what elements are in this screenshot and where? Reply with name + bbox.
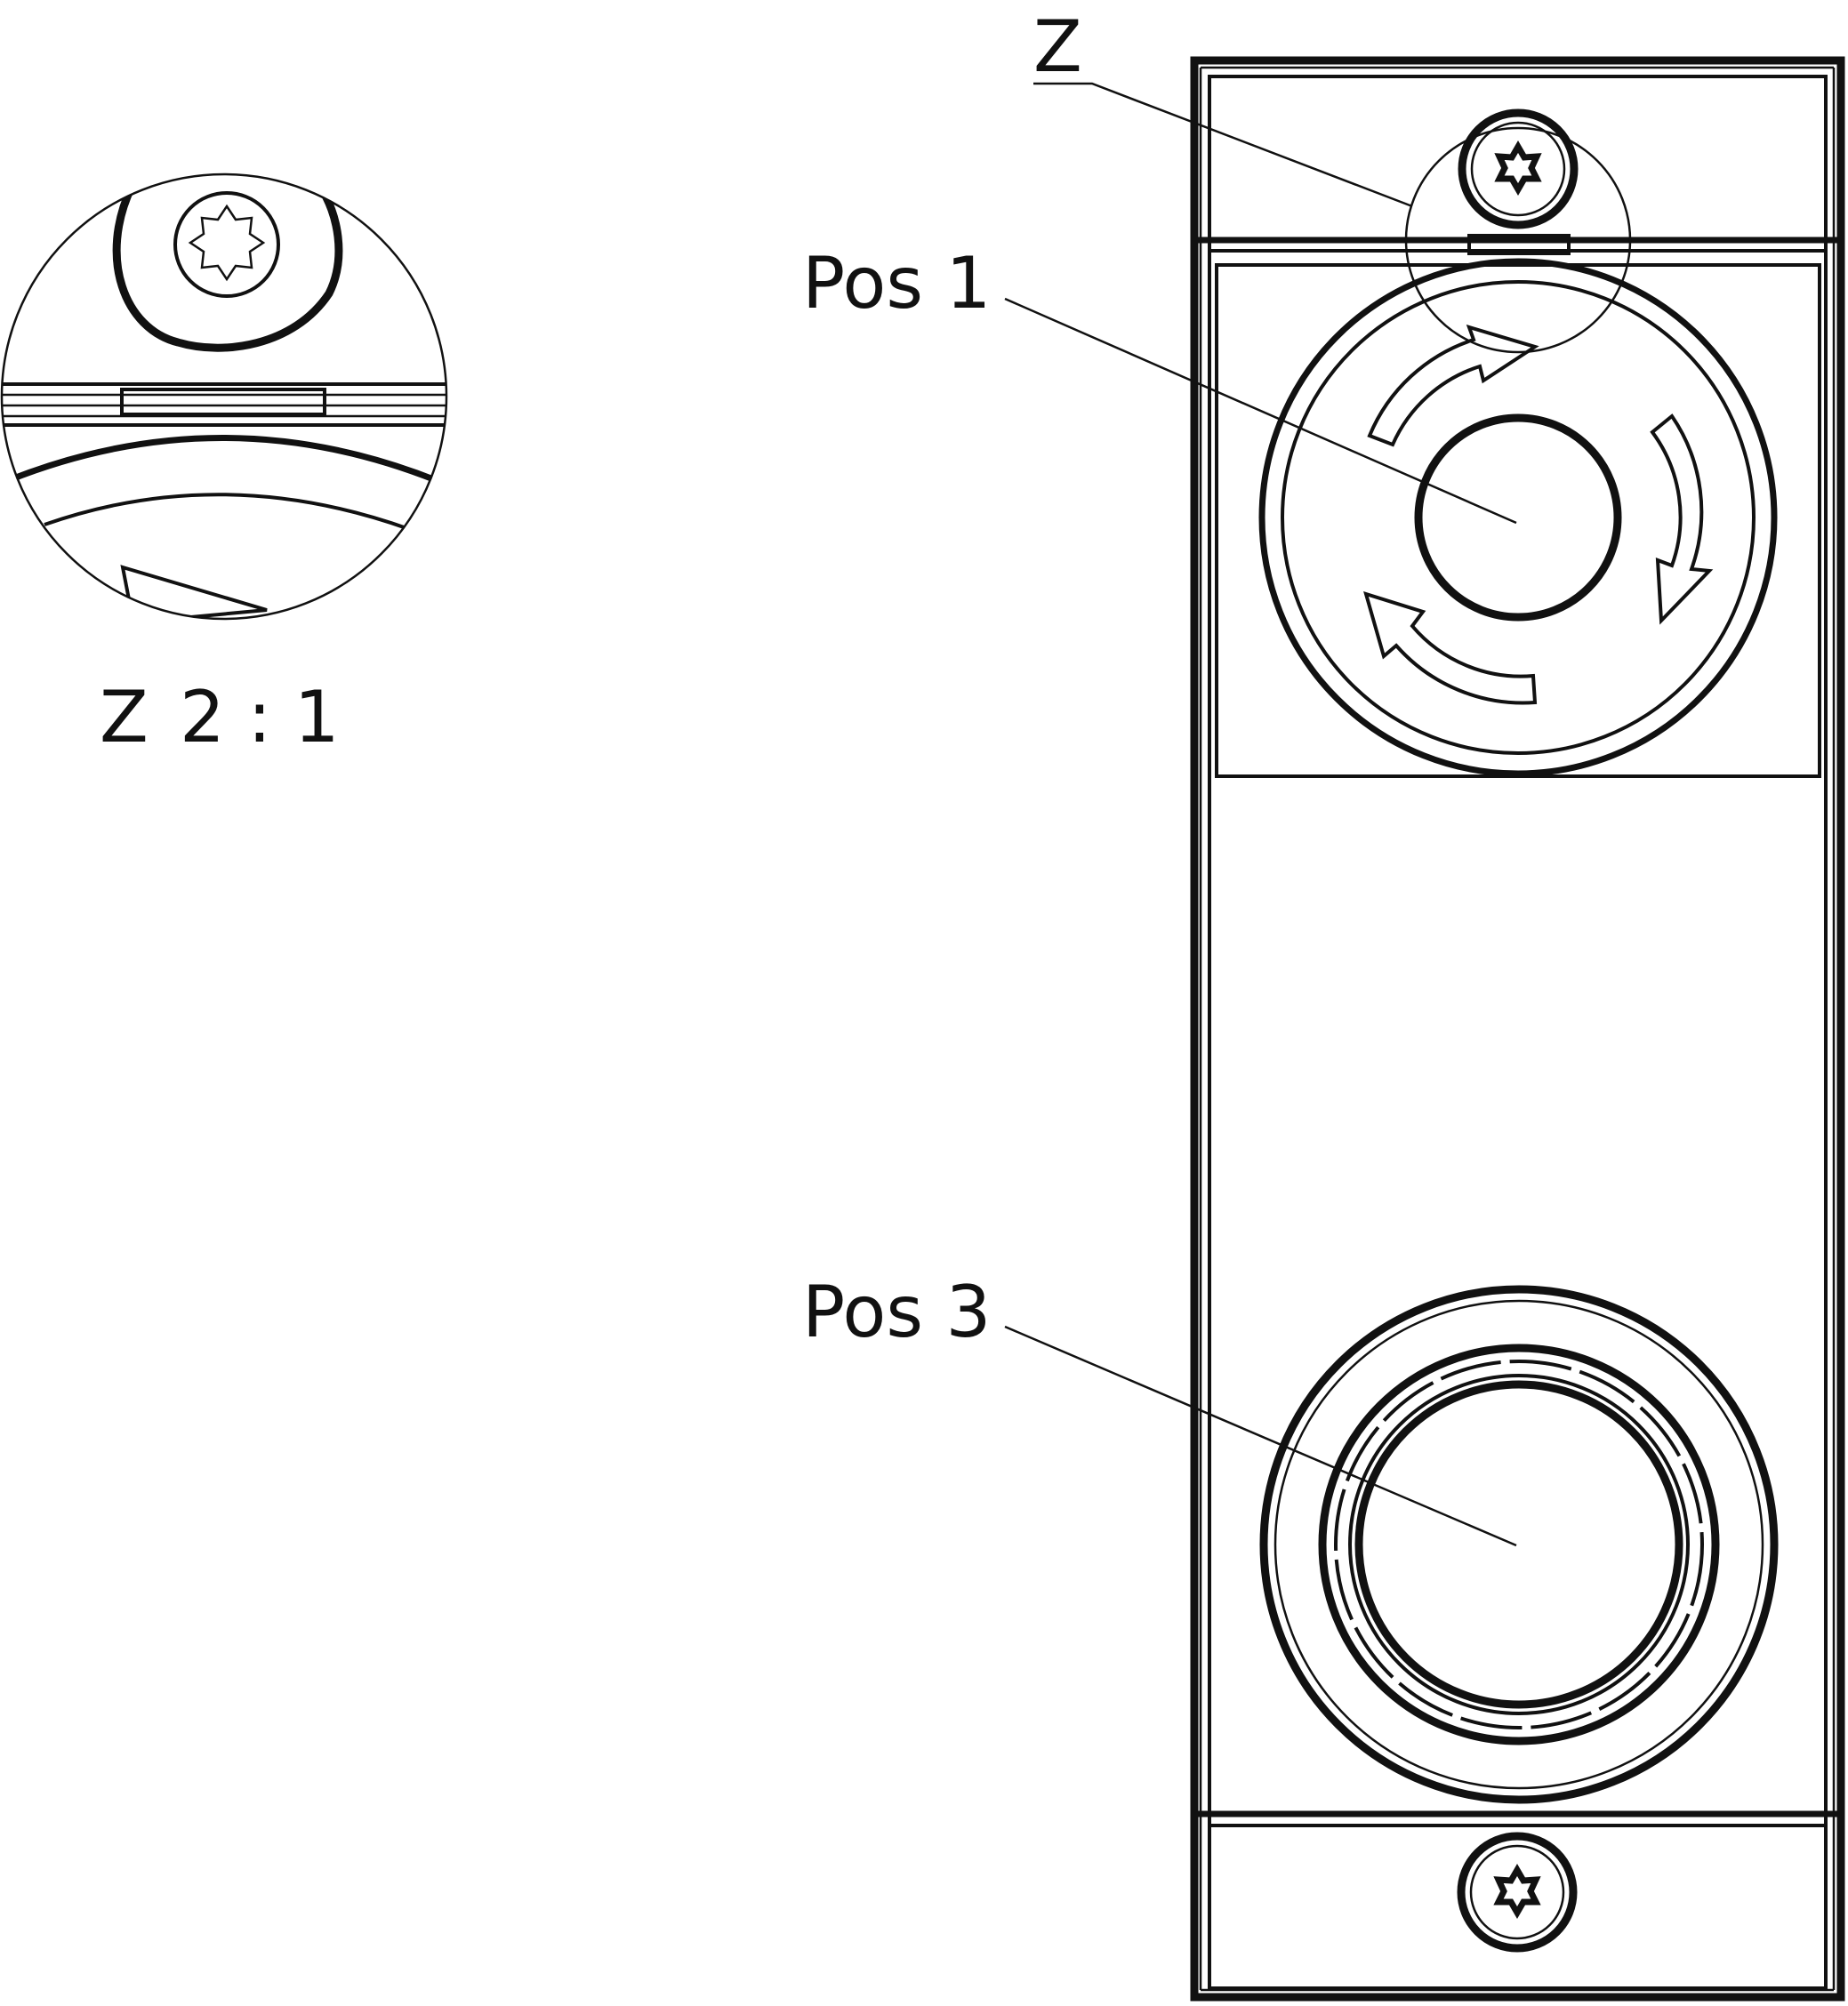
callouts: Z Pos 1 Pos 3 [802, 5, 1517, 1547]
pos1-collar-outer [1258, 258, 1778, 777]
detail-marker-leader [1033, 82, 1413, 208]
detail-view-z: Z 2 : 1 [0, 173, 448, 758]
detail-caption-scale: 2 : 1 [180, 676, 340, 758]
rotate-arrows-icon [1650, 413, 1714, 625]
detail-ring-inner [44, 493, 410, 531]
pos1-collar-inner [1281, 280, 1756, 755]
pos3-ring-dashed [1334, 1360, 1704, 1729]
top-screw-head [1458, 108, 1579, 229]
detail-circle-outline [0, 173, 448, 621]
screw-head-outline [112, 184, 343, 352]
pos3-ring-inner [1348, 1374, 1690, 1715]
rotate-arrows-icon [1363, 590, 1538, 705]
rotate-arrows-icon [1367, 324, 1539, 447]
top-screw [1458, 108, 1579, 229]
pos3-button-face [1354, 1380, 1683, 1709]
pushbutton-icon [1318, 1344, 1720, 1745]
pos1-button-core [1414, 413, 1622, 622]
torx-screw-icon [173, 191, 280, 298]
torx-screw-icon [1494, 140, 1542, 196]
detail-ring-outer [7, 435, 438, 484]
pos1-emergency-stop [1258, 258, 1778, 777]
detail-marker-circle [1404, 126, 1632, 354]
pos3-collar-outer [1259, 1285, 1779, 1804]
detail-arrow-fragment [120, 565, 268, 619]
torx-screw-icon [1493, 1864, 1541, 1919]
bottom-screw-head [1457, 1832, 1578, 1953]
detail-slot [120, 388, 326, 416]
housing [1190, 56, 1845, 2002]
pos1-leader [1004, 297, 1517, 525]
pos3-leader [1004, 1325, 1517, 1547]
pos3-pushbutton [1259, 1285, 1779, 1804]
pos3-label: Pos 3 [802, 1271, 991, 1353]
torx-socket [188, 204, 266, 282]
detail-marker-label: Z [1033, 5, 1082, 88]
top-slot [1467, 234, 1571, 255]
housing-inner [1208, 75, 1828, 1990]
detail-caption-letter: Z [100, 676, 149, 758]
bottom-screw [1457, 1832, 1578, 1953]
housing-outer [1190, 56, 1845, 2002]
pos1-label: Pos 1 [802, 242, 991, 325]
